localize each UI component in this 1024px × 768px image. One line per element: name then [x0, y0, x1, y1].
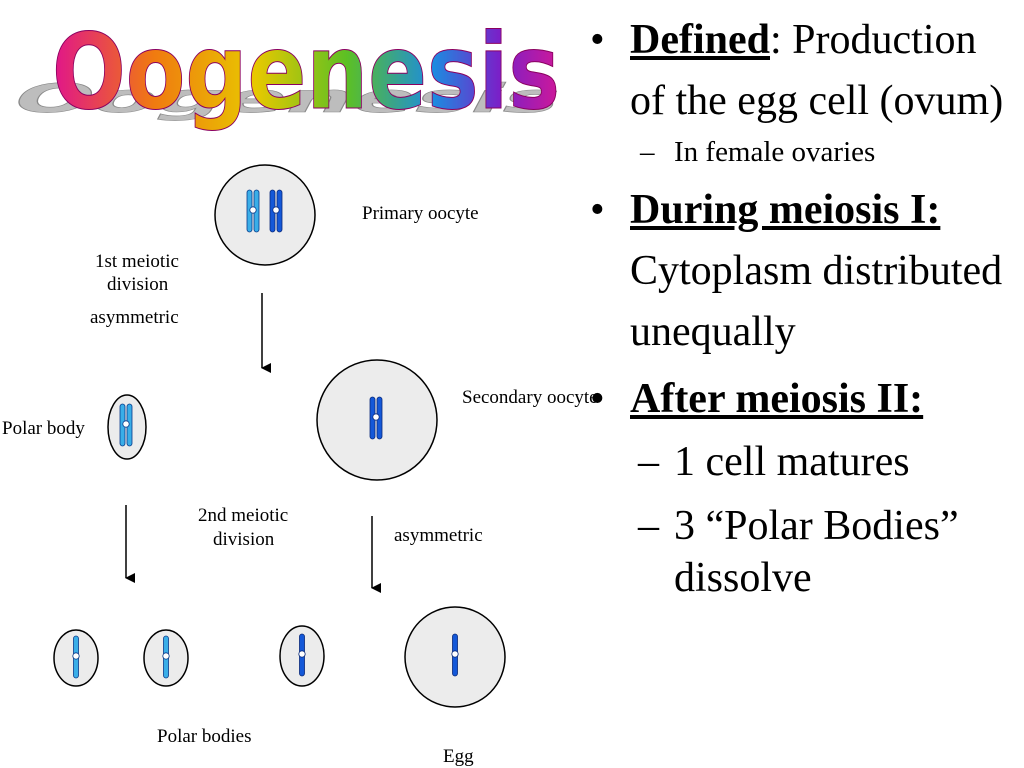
sub-bullet-dash-icon: –	[638, 503, 659, 549]
bullet-meiosis-ii: • After meiosis II:	[588, 369, 1020, 430]
bullet-dot-icon: •	[590, 376, 605, 422]
primary-oocyte-cell	[214, 164, 316, 266]
sub-bullet-dash-icon: –	[638, 439, 659, 485]
bullet-text: Production of the egg cell (ovum)	[630, 17, 1004, 124]
first-polar-body-cell	[107, 394, 147, 460]
label-secondary-oocyte: Secondary oocyte	[462, 387, 598, 408]
bullet-heading: During meiosis I:	[630, 187, 941, 233]
label-second-division-1: 2nd meiotic	[198, 505, 288, 526]
bullet-text: Cytoplasm distributed unequally	[630, 248, 1003, 355]
sub-bullet-text: 1 cell matures	[674, 439, 910, 485]
bullet-list: • Defined: Production of the egg cell (o…	[588, 10, 1020, 616]
label-polar-bodies: Polar bodies	[157, 726, 251, 747]
egg-cell	[404, 606, 506, 708]
sub-bullet-polar-bodies: – 3 “Polar Bodies” dissolve	[588, 500, 1020, 604]
label-first-division-2: division	[107, 274, 169, 295]
label-polar-body: Polar body	[2, 418, 85, 439]
label-asymmetric-1: asymmetric	[90, 307, 179, 328]
polar-body-cell	[279, 625, 325, 687]
label-first-division-1: 1st meiotic	[95, 251, 179, 272]
sub-bullet-dash-icon: –	[640, 136, 655, 168]
bullet-heading: Defined	[630, 17, 770, 63]
bullet-heading-suffix: :	[770, 17, 782, 63]
bullet-meiosis-i: • During meiosis I: Cytoplasm distribute…	[588, 180, 1020, 363]
label-primary-oocyte: Primary oocyte	[362, 203, 479, 224]
bullet-heading: After meiosis II:	[630, 376, 924, 422]
sub-bullet-cell-matures: – 1 cell matures	[588, 436, 1020, 488]
sub-bullet-ovaries: – In female ovaries	[588, 134, 1020, 170]
chromosome-pair-1-icon	[246, 189, 260, 233]
bullet-defined: • Defined: Production of the egg cell (o…	[588, 10, 1020, 132]
label-second-division-2: division	[213, 529, 275, 550]
title-shadow: Oogenesis	[3, 75, 572, 121]
chromosome-pair-2-icon	[269, 189, 283, 233]
bullet-dot-icon: •	[590, 17, 605, 63]
secondary-oocyte-cell	[316, 359, 438, 481]
polar-body-cell	[143, 629, 189, 687]
polar-body-cell	[53, 629, 99, 687]
oogenesis-diagram: Oogenesis Oogenesis Primary oocyte 1st m…	[2, 11, 598, 768]
bullet-dot-icon: •	[590, 187, 605, 233]
page-title: Oogenesis	[52, 11, 560, 133]
label-asymmetric-2: asymmetric	[394, 525, 483, 546]
sub-bullet-text: 3 “Polar Bodies” dissolve	[674, 503, 959, 601]
sub-bullet-text: In female ovaries	[674, 136, 876, 168]
label-egg: Egg	[443, 746, 474, 767]
